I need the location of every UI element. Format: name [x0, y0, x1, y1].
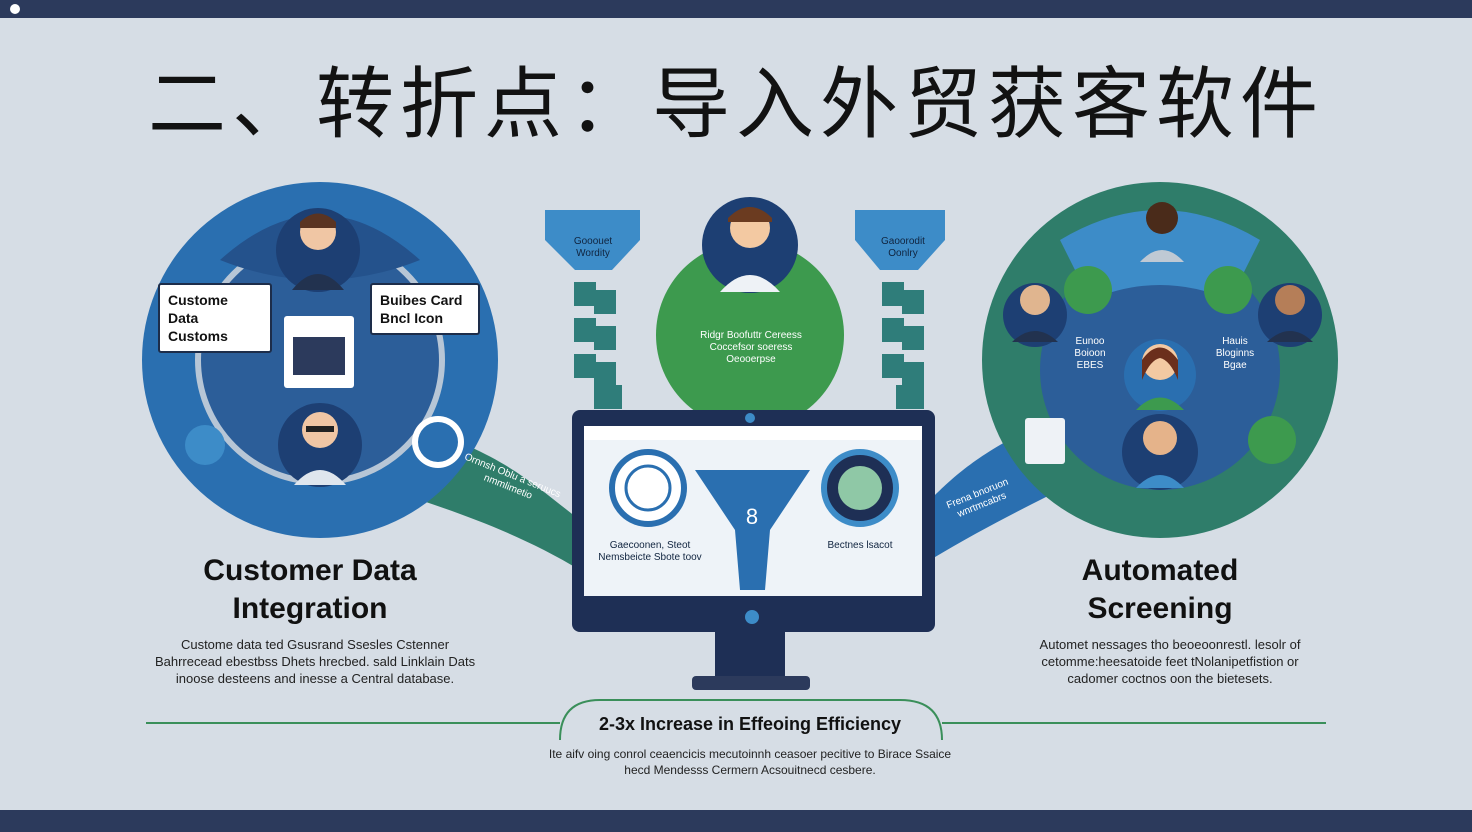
bottom-bar	[0, 810, 1472, 832]
left-heading: Customer Data Integration	[160, 552, 460, 628]
right-globe-icon-right	[1204, 266, 1252, 314]
center-right-funnel-text: Gaoorodit Oonlry	[881, 236, 925, 259]
right-right-label: Hauis Bloginns Bgae	[1215, 336, 1255, 371]
screen-left-icon	[609, 449, 687, 527]
left-label-customer-data: Custome Data Customs	[158, 283, 272, 353]
left-label-2-line-1: Buibes Card	[380, 292, 463, 308]
center-left-funnel-text: Gooouet Wordity	[573, 236, 613, 259]
monitor-power-button	[745, 610, 759, 624]
left-heading-line-1: Customer Data	[203, 554, 417, 587]
right-heading-line-1: Automated	[1081, 554, 1239, 587]
left-chat-icon	[185, 425, 225, 465]
screen-funnel	[695, 470, 810, 590]
right-person-center	[1124, 339, 1196, 411]
window-dot	[10, 4, 20, 14]
right-heading-line-2: Screening	[1087, 592, 1233, 625]
left-small-icon	[418, 422, 458, 462]
center-left-funnel-column	[545, 210, 640, 409]
left-label-2-line-2: Bncl Icon	[380, 310, 444, 326]
right-description: Automet nessages tho beoeoonrestl. lesol…	[1039, 637, 1301, 686]
left-heading-line-2: Integration	[232, 592, 388, 625]
right-heading: Automated Screening	[1020, 552, 1300, 628]
top-bar	[0, 0, 1472, 18]
right-doc-icon	[1025, 418, 1065, 464]
center-person	[702, 197, 798, 293]
left-description: Custome data ted Gsusrand Ssesles Cstenn…	[154, 637, 476, 686]
right-person-bottom	[1122, 414, 1198, 490]
left-label-business-card: Buibes Card Bncl Icon	[370, 283, 480, 335]
left-person-top	[276, 208, 360, 292]
left-person-bottom	[278, 403, 362, 487]
screen-right-text: Bectnes lsacot	[827, 540, 893, 551]
monitor-screen-header	[584, 426, 922, 440]
left-card-qr	[293, 337, 345, 375]
screen-left-text: Gaecoonen, Steot Nemsbeicte Sbote toov	[598, 540, 702, 563]
screen-funnel-symbol: 8	[745, 504, 759, 529]
left-label-1-line-2: Customs	[168, 328, 228, 344]
right-left-label: Eunoo Boioon EBES	[1074, 336, 1106, 371]
center-right-funnel-column	[855, 210, 945, 409]
monitor-stand	[715, 632, 785, 676]
right-chat-icon	[1248, 416, 1296, 464]
right-person-top	[1140, 202, 1184, 262]
monitor-base	[692, 676, 810, 690]
right-person-left	[1003, 283, 1067, 347]
monitor-camera	[745, 413, 755, 423]
page-title: 二、转折点：导入外贸获客软件	[147, 60, 1324, 150]
center-person-text: Ridgr Boofuttr Cereess Coccefsor soeress…	[700, 330, 802, 365]
center-green-circle	[656, 241, 844, 429]
banner-title: 2-3x Increase in Effeoing Efficiency	[598, 714, 902, 734]
banner-frame	[559, 699, 943, 741]
right-person-right	[1258, 283, 1322, 347]
banner-description: Ite aifv oing conrol ceaencicis mecutoin…	[548, 747, 952, 777]
left-label-1-line-1: Custome Data	[168, 292, 228, 326]
right-globe-icon-left	[1064, 266, 1112, 314]
